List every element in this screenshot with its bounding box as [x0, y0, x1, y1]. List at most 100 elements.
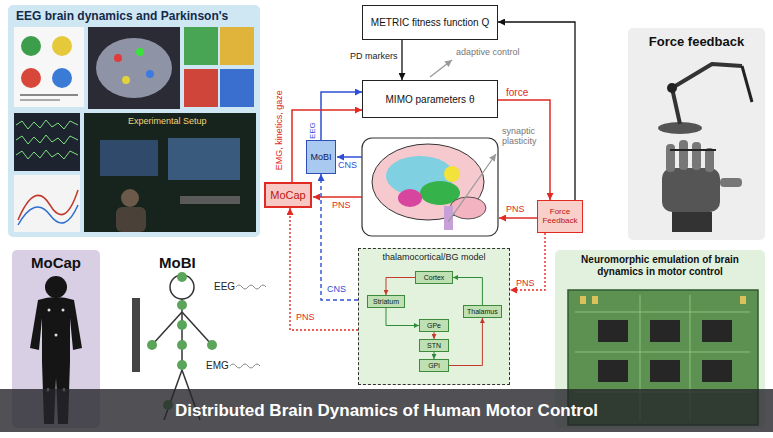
connector — [321, 174, 358, 300]
connector — [321, 92, 362, 140]
layout-arrows-part — [337, 156, 362, 158]
eeg-figures-part — [21, 68, 41, 88]
eeg-figures-part — [84, 113, 256, 232]
connector — [453, 278, 482, 306]
haptic-device-part — [720, 178, 742, 187]
haptic-device-part — [692, 142, 701, 170]
circuit-board-part — [580, 296, 586, 304]
circuit-board-part — [598, 360, 628, 382]
eeg-figures-part — [114, 54, 122, 62]
eeg-figures-part — [16, 135, 78, 144]
circuit-board-part — [702, 320, 732, 342]
edge-label: PNS — [296, 312, 315, 322]
mocap-suit-part — [30, 297, 82, 362]
brain-picture-part — [450, 197, 486, 219]
node-text: GPi — [428, 362, 440, 370]
mocap-suit-part — [55, 334, 58, 337]
circuit-board-part — [592, 296, 598, 304]
sensor-box: MoBI — [306, 140, 336, 174]
haptic-device-part — [742, 66, 752, 102]
brain-picture-part — [362, 138, 498, 236]
eeg-figures-part — [52, 68, 72, 88]
panel-heading: MoCap — [20, 254, 92, 271]
edge-label: CNS — [327, 284, 346, 294]
connector — [401, 40, 402, 80]
mobi-figure-part — [177, 300, 187, 310]
haptic-device-part — [666, 144, 675, 172]
circuit-board-part — [740, 296, 746, 304]
eeg-figures-part — [16, 150, 78, 159]
panel-heading: EEG brain dynamics and Parkinson's — [16, 9, 252, 23]
haptic-device-part — [662, 168, 720, 212]
mobi-figure-part — [177, 340, 187, 350]
node-text: METRIC fitness function Q — [371, 17, 489, 28]
signal-name: EMG — [206, 360, 229, 372]
haptic-device-part — [670, 149, 716, 151]
haptic-device-part — [679, 140, 688, 170]
eeg-figures-part — [20, 94, 78, 96]
process-box: METRIC fitness function Q — [362, 5, 498, 40]
circuit-board-part — [650, 320, 680, 342]
eeg-figures — [14, 27, 256, 232]
haptic-device-part — [667, 83, 677, 93]
photo-title: Experimental Setup — [128, 116, 207, 126]
model-block: GPi — [419, 359, 449, 372]
model-block: Cortex — [415, 271, 453, 284]
eeg-figures-part — [88, 27, 180, 109]
panel-fill — [358, 248, 510, 385]
eeg-figures-part — [100, 140, 158, 176]
model-block: GPe — [419, 319, 449, 332]
mobi-figure-part — [177, 320, 187, 330]
node-text: MIMO parameters θ — [386, 94, 475, 105]
circuit-board-part — [702, 360, 732, 382]
process-box: MIMO parameters θ — [362, 80, 498, 118]
mobi-figure-part — [230, 364, 260, 368]
signal-name: CNS — [338, 160, 357, 170]
signal-name: PNS — [332, 200, 351, 210]
eeg-figures-part — [220, 69, 254, 107]
eeg-figures-part — [21, 36, 41, 56]
mobi-figure-part — [177, 360, 187, 370]
caption-band: Distributed Brain Dynamics of Human Moto… — [0, 389, 773, 432]
model-block: STN — [419, 339, 449, 352]
eeg-figures-part — [18, 190, 78, 220]
mocap-suit-part — [45, 276, 67, 298]
edge-label: EEG — [307, 122, 316, 139]
model-box: thalamocortical/BG modelCortexStriatumTh… — [358, 248, 510, 385]
annotation: synaptic plasticity — [502, 126, 546, 147]
node-text: MoBI — [310, 152, 331, 162]
eeg-figures-part — [52, 36, 72, 56]
node-text: GPe — [427, 322, 441, 330]
signal-name: EEG — [214, 281, 235, 293]
circuit-board-part — [650, 360, 680, 382]
node-text: Thalamus — [467, 308, 498, 316]
eeg-figures-part — [14, 27, 84, 107]
eeg-figures-part — [14, 113, 80, 171]
feedback-box: Force Feedback — [537, 200, 583, 233]
mobi-figure-part — [182, 312, 212, 345]
node-text: MoCap — [270, 189, 305, 201]
eeg-figures-part — [116, 207, 146, 232]
edge-label: force — [506, 87, 528, 99]
haptic-device — [658, 64, 752, 232]
node-text: Striatum — [373, 298, 399, 306]
panel-fill — [8, 5, 260, 237]
eeg-figures-part — [20, 99, 60, 101]
connector — [290, 208, 358, 330]
haptic-device-part — [705, 148, 714, 172]
brain-picture-part — [444, 166, 460, 182]
node-text: Cortex — [424, 274, 445, 282]
edge-label: PNS — [516, 278, 535, 288]
connector — [434, 352, 435, 359]
connector — [292, 110, 362, 182]
mocap-suit-part — [62, 309, 65, 312]
eeg-figures-part — [136, 48, 144, 56]
mobi-figure-part — [132, 298, 140, 372]
edge-label: EMG, kinetics, gaze — [274, 90, 284, 170]
eeg-figures-part — [96, 38, 172, 98]
circuit-board-part — [575, 352, 750, 353]
mobi-figure-part — [236, 285, 266, 289]
panel-fill — [628, 28, 765, 240]
